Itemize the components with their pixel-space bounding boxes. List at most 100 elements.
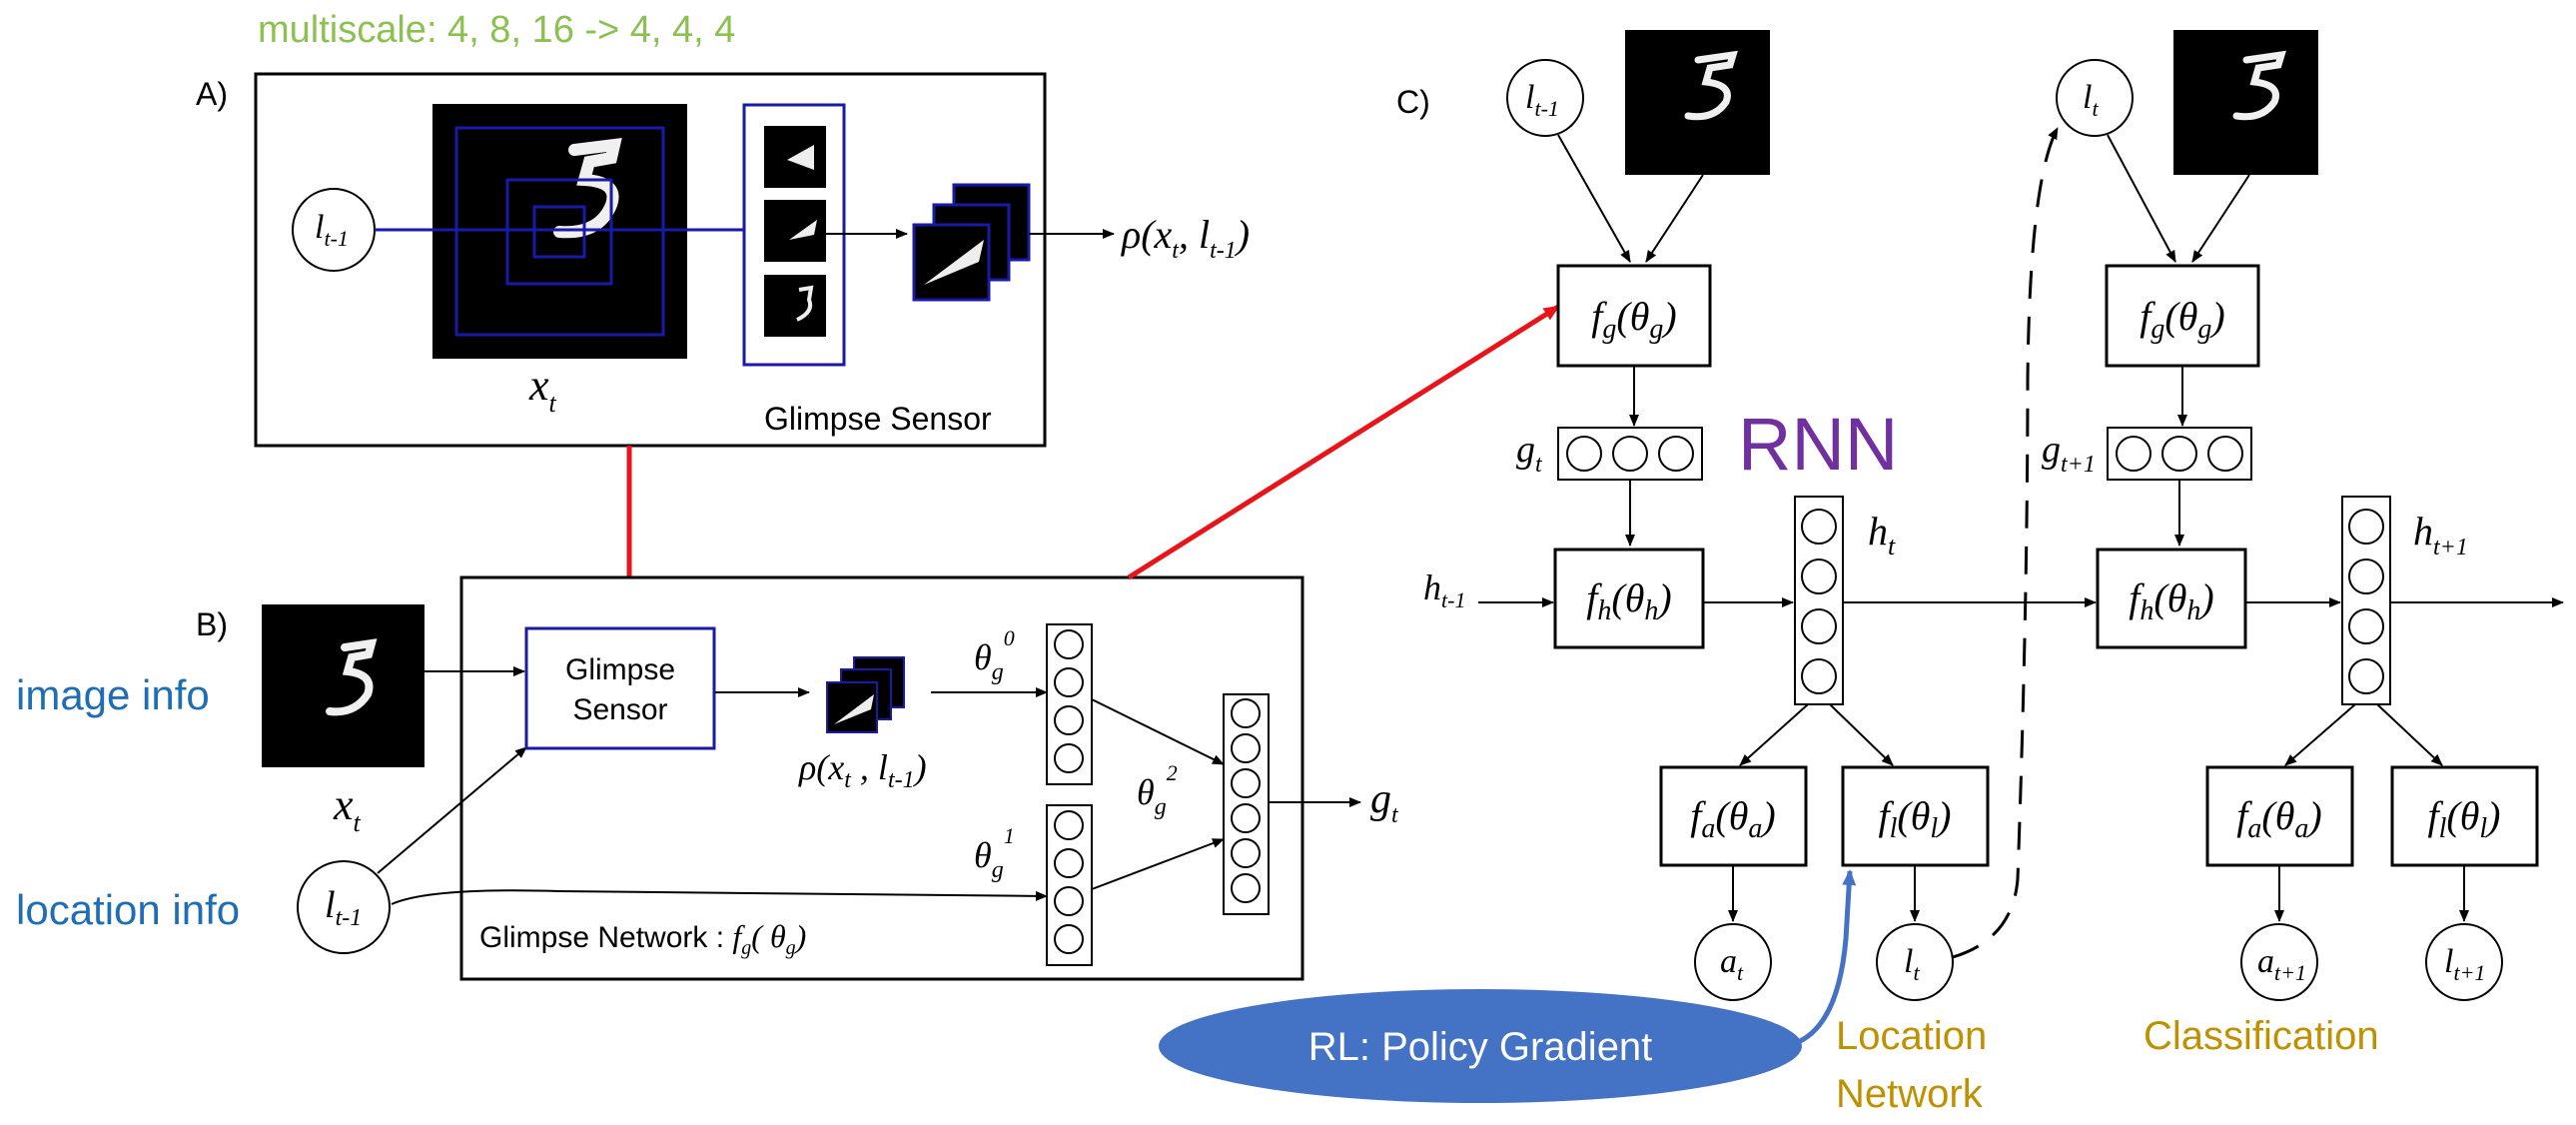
arrow-l-to-fg-right xyxy=(2107,134,2176,263)
location-output-node-right-label: lt+1 xyxy=(2444,943,2485,985)
fg-box-right xyxy=(2105,264,2260,368)
location-node-b xyxy=(297,860,391,954)
neuron xyxy=(1231,873,1261,903)
neuron xyxy=(2161,436,2197,472)
glimpse-sensor-caption: Glimpse Sensor xyxy=(764,401,992,437)
digit-image-c-right xyxy=(2173,30,2318,175)
rho-output-a: ρ(xt, lt-1) xyxy=(1120,212,1250,264)
image-x-label-b: xt xyxy=(333,780,362,837)
location-output-node-left-label: lt xyxy=(1904,943,1920,985)
location-node-b-label: lt-1 xyxy=(325,884,362,931)
neuron xyxy=(1612,436,1648,472)
patch-stroke-2 xyxy=(789,220,817,240)
image-info-label: image info xyxy=(16,671,210,718)
classification-label: Classification xyxy=(2144,1014,2379,1058)
neuron xyxy=(2348,658,2384,694)
fg-box-left xyxy=(1556,264,1712,368)
location-network-label-line1: Location xyxy=(1836,1014,1987,1058)
stack-a-stroke xyxy=(924,240,984,285)
neuron xyxy=(1054,886,1084,916)
fl-box-right xyxy=(2390,765,2539,867)
digit-image-c-left xyxy=(1625,30,1770,175)
red-arrow-b-to-c xyxy=(1127,304,1560,580)
glimpse-scale-2 xyxy=(505,178,613,286)
action-node-left-label: at xyxy=(1720,943,1744,985)
glimpse-patch-3 xyxy=(764,275,826,337)
neuron xyxy=(1231,838,1261,868)
location-input-node-left xyxy=(1506,59,1584,137)
panel-b-label: B) xyxy=(196,606,228,642)
location-info-label: location info xyxy=(16,886,240,933)
neuron xyxy=(2348,509,2384,545)
glimpse-sensor-box-line2: Sensor xyxy=(572,693,667,726)
g-t1-label: gt+1 xyxy=(2042,429,2096,478)
fa-box-right-label: fa(θa) xyxy=(2236,793,2321,844)
fl-box-right-label: fl(θl) xyxy=(2428,793,2501,844)
glimpse-scale-1 xyxy=(532,205,586,259)
neuron xyxy=(1801,608,1837,644)
arrow-h-to-fa-left xyxy=(1739,703,1809,766)
fh-box-left-label: fh(θh) xyxy=(1586,575,1671,626)
neuron xyxy=(1231,768,1261,798)
glimpse-network-caption: Glimpse Network : fg( θg) xyxy=(479,918,806,959)
image-x-label-a: xt xyxy=(528,361,557,418)
fl-box-left-label: fl(θl) xyxy=(1879,793,1952,844)
glimpse-sensor-box xyxy=(524,626,716,750)
neuron xyxy=(2348,559,2384,594)
location-input-node-right xyxy=(2056,59,2134,137)
neuron xyxy=(1054,924,1084,954)
fg-box-right-label: fg(θg) xyxy=(2140,294,2224,345)
g-t-label: gt xyxy=(1516,429,1543,478)
arrow-h-to-fa-right xyxy=(2284,703,2356,766)
patch-stroke-3 xyxy=(796,285,814,322)
glimpse-patch-2 xyxy=(764,200,826,262)
arrow-location-to-theta1 xyxy=(391,889,1048,905)
arrow-img-to-fg-right xyxy=(2191,174,2250,263)
neuron xyxy=(2207,436,2243,472)
neuron xyxy=(1054,848,1084,878)
fg-box-left-label: fg(θg) xyxy=(1591,294,1676,345)
digit-c-right-stroke xyxy=(2232,50,2286,121)
arrow-h-to-fl-left xyxy=(1829,703,1894,766)
action-node-right-label: at+1 xyxy=(2257,943,2306,985)
patch-stroke-1 xyxy=(787,145,814,170)
neuron xyxy=(1566,436,1602,472)
stack-a-front xyxy=(912,223,991,302)
h-t-label: ht xyxy=(1868,509,1896,561)
action-node-left xyxy=(1694,923,1772,1001)
arrow-l-to-fg-left xyxy=(1557,134,1631,263)
location-node-a-label: lt-1 xyxy=(315,209,349,251)
h-t1-label: ht+1 xyxy=(2413,509,2468,561)
neuron xyxy=(1231,733,1261,763)
action-node-right xyxy=(2240,923,2318,1001)
fh-box-right xyxy=(2096,548,2247,649)
location-output-node-right xyxy=(2425,923,2503,1001)
theta0-label: θg0 xyxy=(974,625,1015,685)
image-thumb-b xyxy=(262,604,425,767)
h-prev-label: ht-1 xyxy=(1423,567,1465,612)
rnn-label: RNN xyxy=(1738,403,1898,486)
multiscale-note: multiscale: 4, 8, 16 -> 4, 4, 4 xyxy=(258,9,735,51)
neuron xyxy=(1231,698,1261,728)
theta2-label: θg2 xyxy=(1137,760,1178,820)
neuron xyxy=(1054,667,1084,697)
neuron xyxy=(1231,803,1261,833)
glimpse-sensor-box-line1: Glimpse xyxy=(565,653,675,686)
panel-a-label: A) xyxy=(196,76,228,112)
dashed-feedback-arrow xyxy=(1952,127,2060,959)
stack-b-stroke xyxy=(834,694,874,724)
location-network-label-line2: Network xyxy=(1836,1072,1984,1116)
image-thumb-b-stroke xyxy=(326,638,378,716)
arrow-theta0-to-theta2 xyxy=(1091,698,1225,765)
theta1-label: θg1 xyxy=(974,823,1015,883)
neuron xyxy=(1054,810,1084,840)
neuron xyxy=(1801,509,1837,545)
location-input-node-right-label: lt xyxy=(2083,79,2099,121)
neuron xyxy=(1658,436,1694,472)
digit-c-left-stroke xyxy=(1684,50,1738,121)
fa-box-right xyxy=(2205,765,2354,867)
arrow-theta1-to-theta2 xyxy=(1091,838,1225,890)
arrow-img-to-fg-left xyxy=(1645,174,1704,263)
location-output-node-left xyxy=(1876,923,1954,1001)
